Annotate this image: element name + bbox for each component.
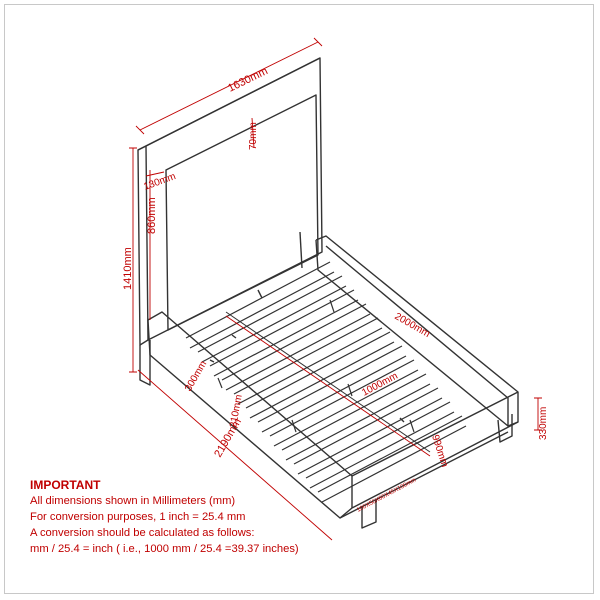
label-leg-height: 330mm: [538, 407, 549, 440]
notes-line-4: mm / 25.4 = inch ( i.e., 1000 mm / 25.4 …: [30, 543, 299, 555]
headboard-panel: [165, 94, 319, 331]
label-overall-height: 1410mm: [122, 247, 134, 290]
label-headboard-width: 1630mm: [226, 65, 270, 95]
notes-line-2: For conversion purposes, 1 inch = 25.4 m…: [30, 511, 246, 523]
rail-left-face: [147, 319, 353, 519]
head-post-right: [299, 231, 303, 269]
label-panel-offset: 130mm: [142, 171, 177, 193]
head-post-left: [139, 340, 151, 386]
label-side-rail-height: 300mm: [183, 359, 209, 393]
label-slat-size: 100X50X60X45X100mm: [356, 477, 417, 513]
supports: [209, 289, 405, 423]
rail-right-inner: [315, 239, 509, 427]
dim-line-inner-length: [225, 315, 431, 457]
notes-heading: IMPORTANT: [30, 478, 101, 492]
dim-line-panel-offset: [145, 171, 165, 177]
leg-front: [361, 500, 377, 529]
dim-line-width: [139, 41, 319, 131]
foot-bottom: [351, 421, 519, 509]
headboard-top-edge: [137, 57, 321, 151]
slats: [185, 261, 467, 503]
label-headboard-thickness: 70mm: [248, 122, 259, 150]
dimension-lines: [129, 37, 542, 541]
notes-line-1: All dimensions shown in Millimeters (mm): [30, 495, 236, 507]
foot-face: [339, 431, 509, 519]
bed-outline: [137, 57, 519, 529]
leg-back: [497, 414, 513, 443]
dim-line-length: [137, 369, 333, 541]
foot-top: [351, 391, 519, 477]
label-headboard-height: 860mm: [146, 197, 158, 234]
dim-line-thickness: [251, 117, 255, 149]
important-notes: IMPORTANT All dimensions shown in Millim…: [30, 477, 330, 557]
notes-line-3: A conversion should be calculated as fol…: [30, 527, 255, 539]
center-rail: [225, 311, 431, 453]
label-foot-width: 990mm: [429, 434, 450, 469]
